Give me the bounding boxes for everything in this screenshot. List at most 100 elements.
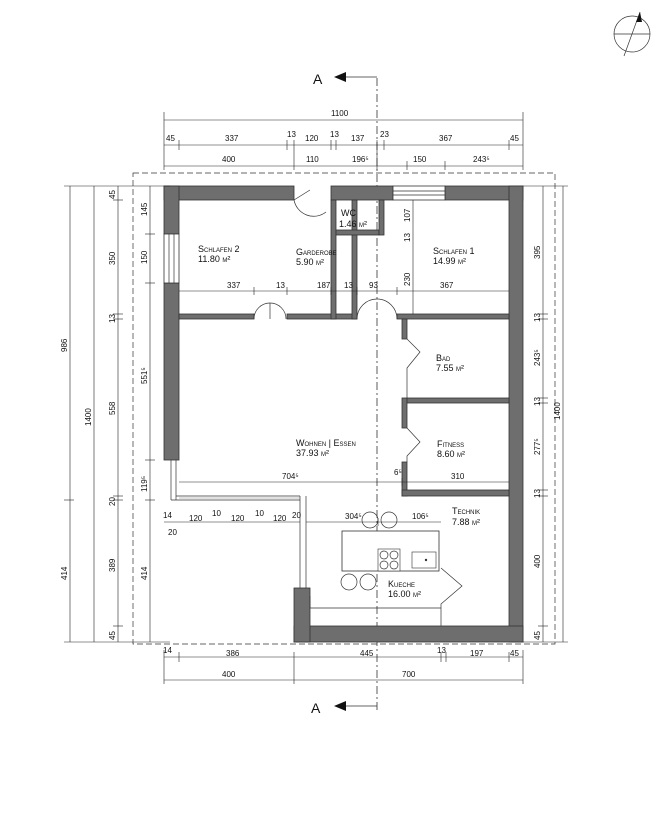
section-label-top: A	[313, 71, 323, 87]
dim-right-1400: 1400	[553, 402, 562, 420]
dim-right-2435: 243⁵	[533, 349, 542, 366]
dim-ter-10a: 10	[212, 509, 221, 518]
dim-left-in-45: 45	[108, 190, 117, 199]
dim-left-w-145: 145	[140, 202, 149, 216]
dim-top-5: 13	[330, 130, 339, 139]
dim-int-13-wc: 13	[403, 233, 412, 242]
dim-top-r2-1: 400	[222, 155, 236, 164]
dim-top-r2-5: 243⁵	[473, 155, 490, 164]
dim-right-45: 45	[533, 631, 542, 640]
dim-left-414: 414	[60, 566, 69, 580]
room-fitness-name: Fitness	[437, 439, 464, 449]
dim-left-in-13: 13	[108, 314, 117, 323]
dim-int-13b: 13	[344, 281, 353, 290]
kitchen-counter	[341, 530, 440, 572]
section-label-bottom: A	[311, 700, 321, 716]
dim-ter-14: 14	[163, 511, 172, 520]
dim-ter-10b: 10	[255, 509, 264, 518]
door-garderobe-wc	[293, 189, 327, 217]
dim-int-93: 93	[369, 281, 378, 290]
room-schlafen1-area: 14.99 m²	[433, 256, 466, 266]
dim-int-7045: 704⁵	[282, 472, 299, 481]
dim-ter-120a: 120	[189, 514, 203, 523]
window-bedroom1	[392, 185, 446, 201]
dim-left-w-150: 150	[140, 250, 149, 264]
kitchen-back-counter	[309, 596, 441, 609]
dim-bottom-3: 445	[360, 649, 374, 658]
dim-bottom-r2-2: 700	[402, 670, 416, 679]
dim-right-400: 400	[533, 554, 542, 568]
dim-top-2: 337	[225, 134, 239, 143]
north-arrow-icon	[613, 11, 651, 57]
door-garderobe	[356, 298, 398, 320]
dim-top-6: 137	[351, 134, 365, 143]
dim-top-9: 45	[510, 134, 519, 143]
door-schlafen2	[253, 302, 287, 320]
room-schlafen2-name: Schlafen 2	[198, 244, 240, 254]
dim-right-395: 395	[533, 245, 542, 259]
dim-lines-bottom	[163, 650, 524, 684]
dim-ter-120c: 120	[273, 514, 287, 523]
dim-left-986: 986	[60, 338, 69, 352]
dim-int-310: 310	[451, 472, 465, 481]
door-kueche-technik	[440, 567, 463, 626]
room-garderobe-area: 5.90 m²	[296, 257, 324, 267]
room-fitness-area: 8.60 m²	[437, 449, 465, 459]
dim-left-1400: 1400	[84, 408, 93, 426]
section-line	[334, 72, 378, 711]
dim-int-107: 107	[403, 208, 412, 222]
room-kueche-name: Kueche	[388, 579, 415, 589]
door-bad	[406, 338, 421, 398]
dim-lines-top	[163, 112, 524, 170]
dim-left-w-1195: 119⁵	[140, 476, 149, 492]
dim-bottom-r2-1: 400	[222, 670, 236, 679]
dim-int-187: 187	[317, 281, 331, 290]
dim-left-in-389: 389	[108, 558, 117, 572]
window-bedroom2	[163, 233, 180, 284]
dim-left-in-558: 558	[108, 401, 117, 415]
room-schlafen1-name: Schlafen 1	[433, 246, 475, 256]
dim-top-1: 45	[166, 134, 175, 143]
room-bad-name: Bad	[436, 353, 451, 363]
dim-bottom-4: 13	[437, 646, 446, 655]
dim-ter-20: 20	[292, 511, 301, 520]
dim-int-65: 6⁵	[394, 468, 402, 477]
dim-left-w-5515: 551⁵	[140, 367, 149, 384]
room-bad-area: 7.55 m²	[436, 363, 464, 373]
dim-k-1065: 106⁵	[412, 512, 429, 521]
dim-top-3: 13	[287, 130, 296, 139]
dim-left-in-350: 350	[108, 251, 117, 265]
dim-bottom-5: 197	[470, 649, 484, 658]
room-technik-area: 7.88 m²	[452, 517, 480, 527]
dim-k-3045: 304⁵	[345, 512, 362, 521]
plot-boundary	[132, 172, 556, 645]
dim-top-r2-2: 110	[306, 155, 319, 164]
room-schlafen2-area: 11.80 m²	[198, 254, 230, 264]
room-wohnen-area: 37.93 m²	[296, 448, 329, 458]
dim-right-13c: 13	[533, 489, 542, 498]
dim-bottom-2: 386	[226, 649, 240, 658]
dim-int-337: 337	[227, 281, 241, 290]
dim-lines-left	[64, 185, 170, 643]
room-garderobe-name: Garderobe	[296, 247, 337, 257]
dim-right-2775: 277⁵	[533, 438, 542, 455]
room-kueche-area: 16.00 m²	[388, 589, 421, 599]
dim-left-in-20: 20	[108, 497, 117, 506]
dim-top-4: 120	[305, 134, 319, 143]
room-wc-area: 1.46 m²	[339, 219, 367, 229]
dim-top-r2-3: 196⁵	[352, 155, 369, 164]
walls	[163, 185, 524, 643]
dim-ter-20b: 20	[168, 528, 177, 537]
window-living	[170, 460, 307, 588]
dim-right-13b: 13	[533, 397, 542, 406]
room-wohnen-name: Wohnen | Essen	[296, 438, 356, 448]
dim-top-7: 23	[380, 130, 389, 139]
dim-ter-120b: 120	[231, 514, 245, 523]
dim-left-in-45b: 45	[108, 631, 117, 640]
dim-bottom-6: 45	[510, 649, 519, 658]
dim-lines-right	[523, 185, 568, 643]
dim-int-367: 367	[440, 281, 454, 290]
dim-top-r2-4: 150	[413, 155, 427, 164]
dim-top-8: 367	[439, 134, 453, 143]
room-technik-name: Technik	[452, 506, 480, 516]
